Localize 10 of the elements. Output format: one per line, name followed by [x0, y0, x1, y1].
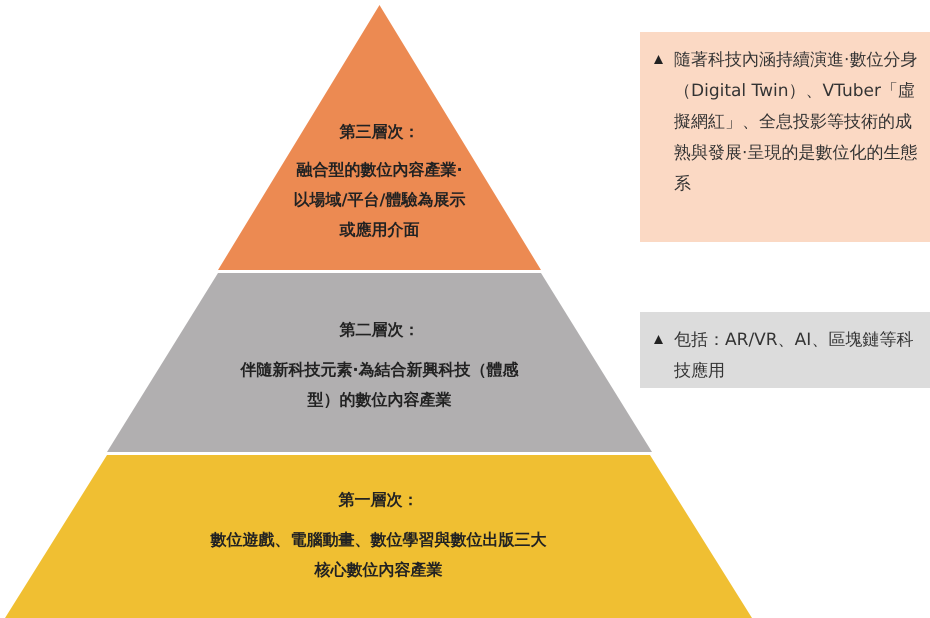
layer-text: 融合型的數位內容產業·以場域/平台/體驗為展示或應用介面: [292, 159, 466, 241]
layer-heading: 第二層次：: [340, 319, 420, 341]
layer-heading: 第三層次：: [340, 121, 420, 143]
note-text: 包括：AR/VR、AI、區塊鏈等科技應用: [674, 329, 914, 383]
note-box: [640, 32, 930, 242]
note-box: [640, 312, 930, 388]
layer-text: 伴隨新科技元素·為結合新興科技（體感型）的數位內容產業: [239, 359, 520, 411]
layer-text: 數位遊戲、電腦動畫、數位學習與數位出版三大核心數位內容產業: [209, 529, 548, 581]
layer-heading: 第一層次：: [338, 489, 418, 511]
note-text: 隨著科技內涵持續演進·數位分身（Digital Twin）、VTuber「虛擬網紅」、全息投影等技術的成熟與發展·呈現的是數位化的生態系: [674, 49, 918, 196]
